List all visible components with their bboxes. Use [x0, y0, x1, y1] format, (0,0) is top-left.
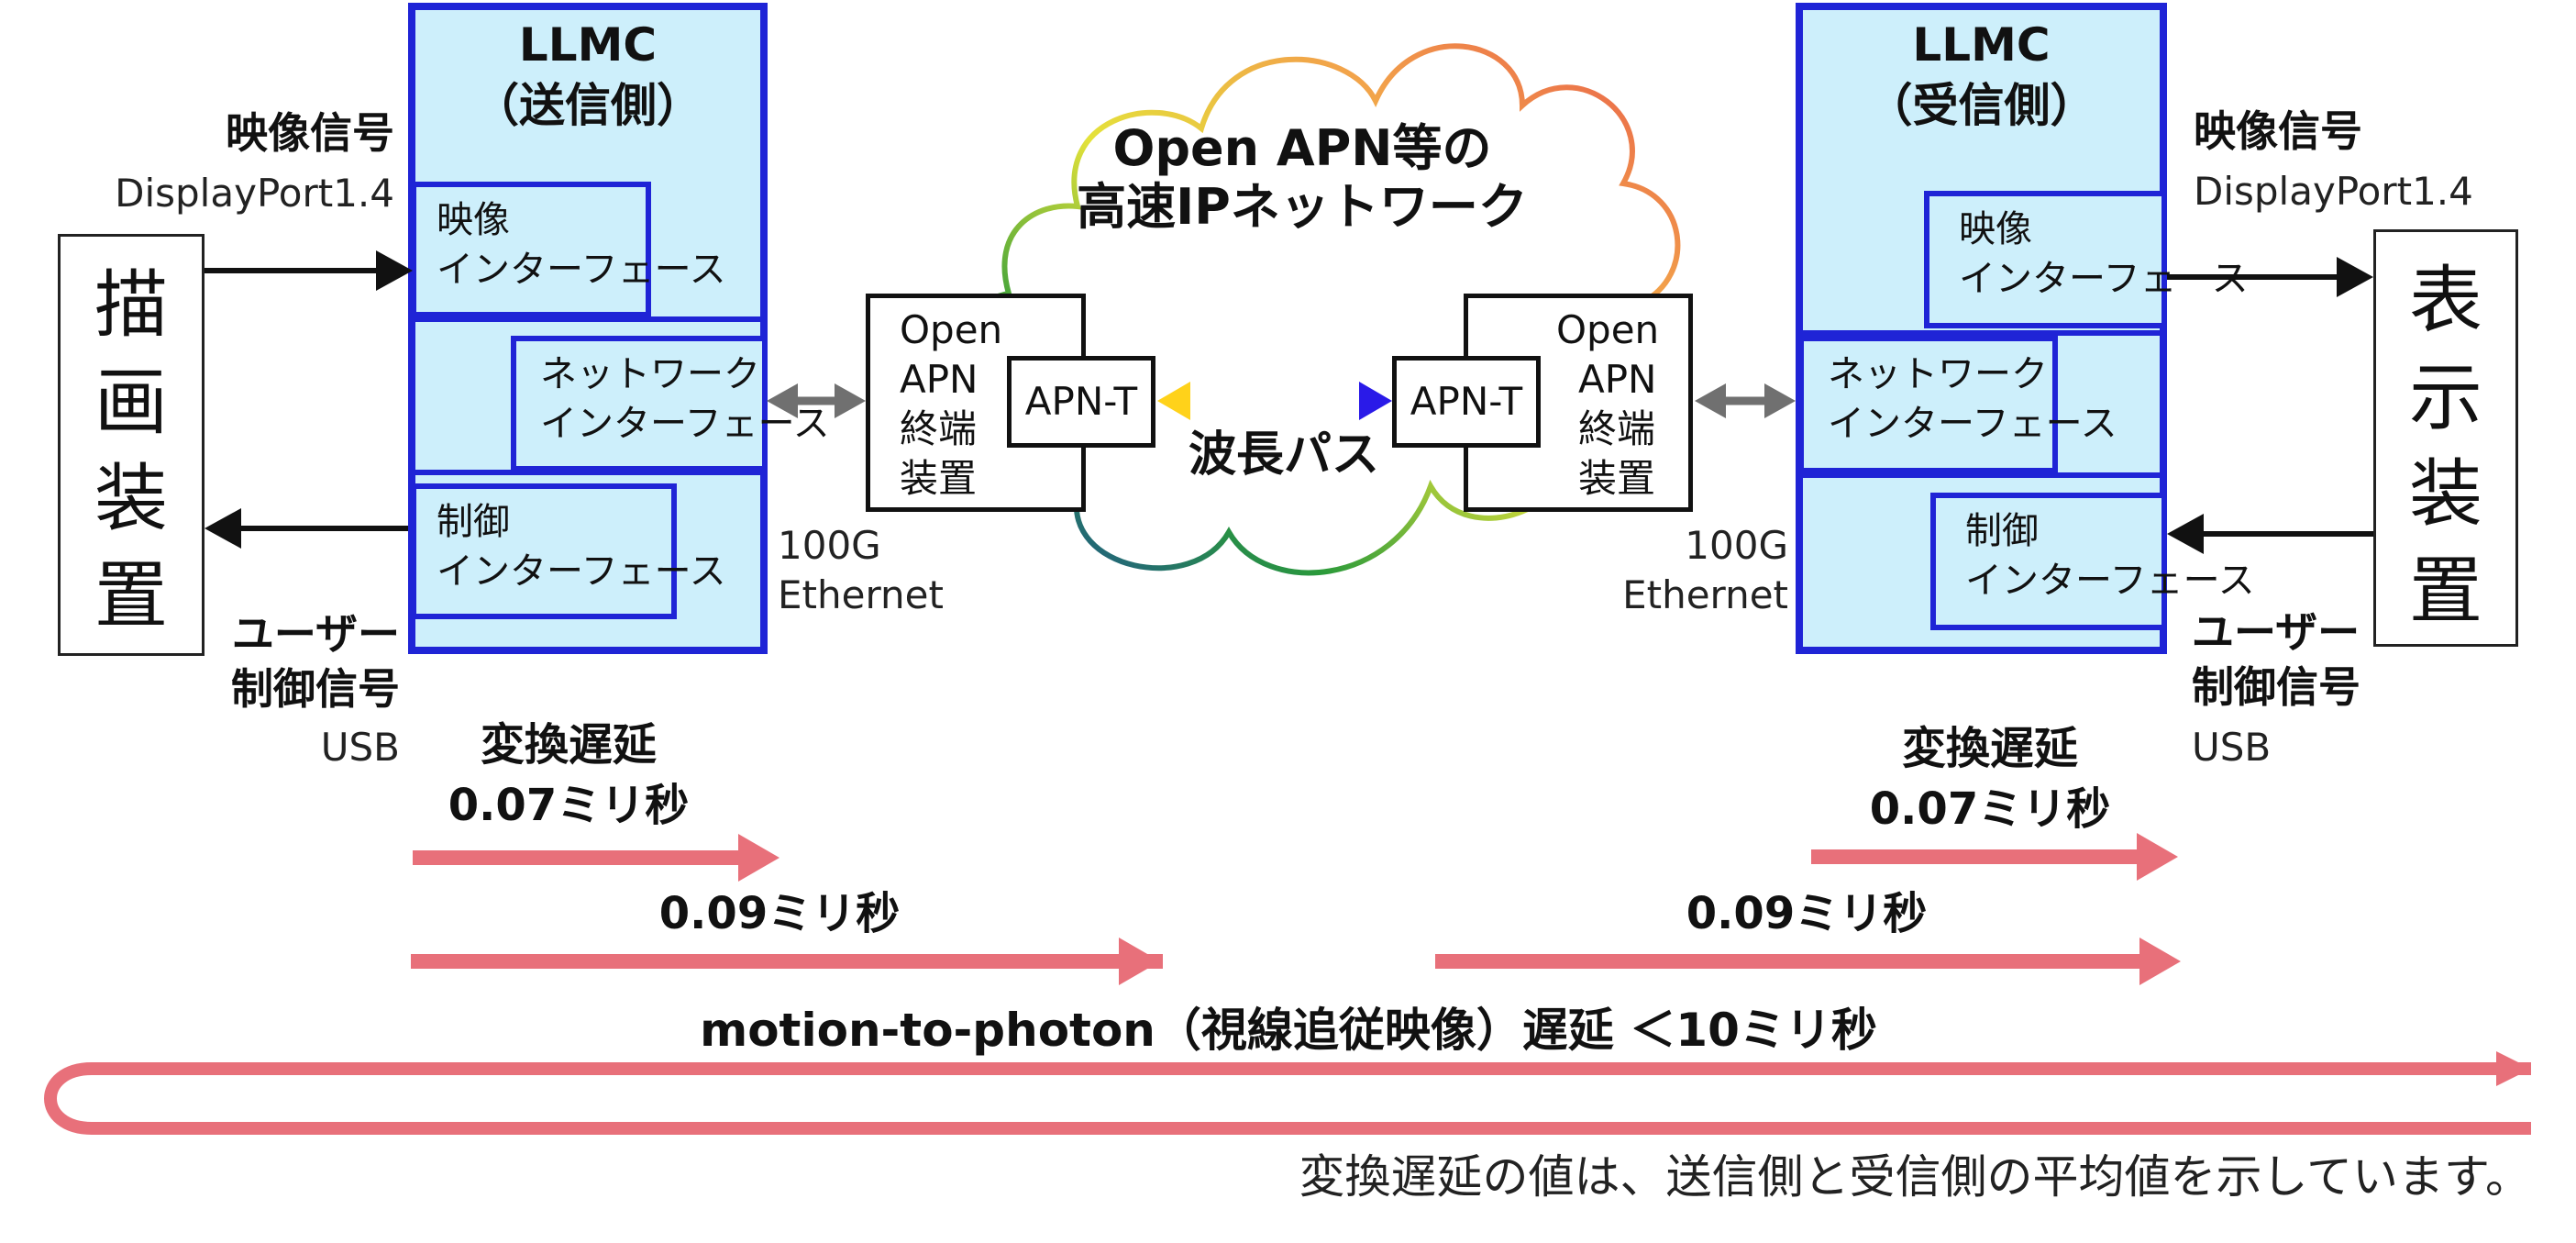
sender-user-signal-label-2: 制御信号 [231, 664, 400, 714]
receiver-user-signal-label-2: 制御信号 [2192, 662, 2360, 712]
sender-user-signal-label-1: ユーザー [231, 609, 400, 659]
llmc-sender-subtitle: （送信側） [473, 79, 702, 132]
receiver-ethernet-label-1: 100G [1685, 523, 1788, 568]
receiver-conversion-label: 変換遅延 [1901, 723, 2078, 774]
receiver-video-signal-label: 映像信号 [2194, 106, 2362, 156]
receiver-usb-label: USB [2192, 725, 2272, 770]
receiver-control-arrow-head [2167, 514, 2204, 554]
sender-video-interface: 映像 インターフェース [411, 182, 726, 317]
sender-video-signal-label: 映像信号 [226, 108, 394, 158]
receiver-video-interface: 映像 インターフェース [1924, 191, 2249, 328]
llmc-receiver-title: LLMC [1912, 18, 2051, 72]
llmc-sender-divider-1 [408, 316, 768, 322]
apn-terminal-right: Open APN 終端 装置 [1464, 294, 1693, 512]
apn-t-left: APN-T [1007, 356, 1155, 448]
rendering-device: 描画装置 [58, 234, 205, 656]
sender-control-interface: 制御 インターフェース [411, 483, 726, 619]
rendering-device-label: 描画装置 [94, 262, 168, 638]
cloud-title-line2: 高速IPネットワーク [1077, 178, 1528, 236]
receiver-conversion-value: 0.07ミリ秒 [1869, 783, 2111, 835]
motion-to-photon-label: motion-to-photon（視線追従映像）遅延 ＜10ミリ秒 [700, 1004, 1877, 1057]
apn-t-right: APN-T [1392, 356, 1541, 448]
display-device-label: 表示装置 [2409, 258, 2482, 634]
motion-to-photon-loop [44, 1062, 2531, 1135]
sender-conversion-label: 変換遅延 [480, 719, 657, 771]
receiver-user-signal-label-1: ユーザー [2192, 607, 2360, 657]
sender-network-interface: ネットワーク インターフェース [511, 336, 830, 472]
receiver-total-arrow [1435, 954, 2141, 969]
receiver-video-arrow-head [2337, 257, 2373, 297]
receiver-total-value: 0.09ミリ秒 [1686, 888, 1928, 939]
sender-video-arrow-head [376, 250, 413, 291]
sender-displayport-label: DisplayPort1.4 [115, 171, 394, 216]
sender-total-arrow [411, 954, 1163, 969]
receiver-displayport-label: DisplayPort1.4 [2194, 169, 2473, 214]
sender-conversion-arrow [413, 850, 743, 865]
receiver-control-interface: 制御 インターフェース [1930, 493, 2255, 630]
wavelength-path-label: 波長パス [1188, 427, 1379, 483]
receiver-ethernet-label-2: Ethernet [1622, 572, 1788, 617]
sender-usb-label: USB [320, 725, 400, 770]
sender-ethernet-label-1: 100G [778, 523, 881, 568]
sender-ethernet-label-2: Ethernet [778, 572, 944, 617]
receiver-conversion-arrow [1811, 849, 2141, 864]
sender-conversion-value: 0.07ミリ秒 [448, 780, 690, 831]
llmc-receiver-divider-2 [1796, 472, 2167, 478]
llmc-receiver-subtitle: （受信側） [1866, 79, 2096, 132]
sender-control-arrow-head [205, 508, 241, 549]
receiver-network-interface: ネットワーク インターフェース [1798, 336, 2117, 473]
footnote: 変換遅延の値は、送信側と受信側の平均値を示しています。 [1299, 1150, 2532, 1204]
llmc-receiver-divider-1 [1796, 330, 2167, 336]
llmc-sender-title: LLMC [518, 18, 658, 72]
sender-total-value: 0.09ミリ秒 [658, 888, 901, 939]
llmc-sender-divider-2 [408, 470, 768, 475]
cloud-title-line1: Open APN等の [1112, 119, 1492, 177]
display-device: 表示装置 [2373, 229, 2518, 647]
